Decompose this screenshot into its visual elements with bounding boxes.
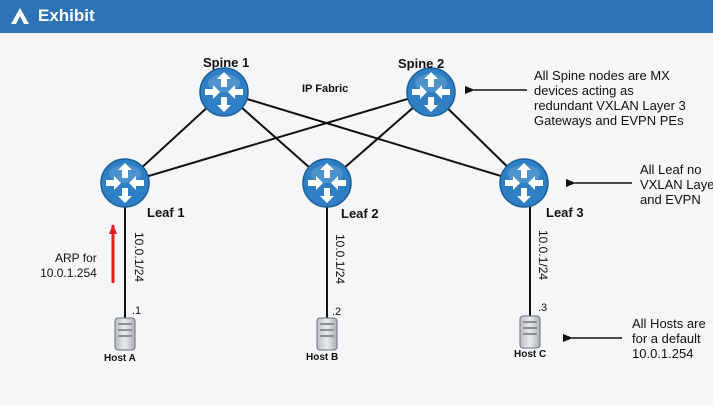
host-a-octet: .1 (132, 305, 142, 317)
spine-note-line: Gateways and EVPN PEs (534, 113, 684, 128)
host-b-subnet: 10.0.1/24 (333, 234, 347, 285)
host-c-subnet: 10.0.1/24 (536, 230, 550, 281)
host-note: All Hosts are for a default 10.0.1.254 (632, 316, 706, 361)
host-a-subnet: 10.0.1/24 (132, 232, 146, 283)
spine2-label: Spine 2 (398, 56, 445, 71)
host-note-line: 10.0.1.254 (632, 346, 694, 361)
spine-note-line: devices acting as (534, 83, 634, 98)
spine-note-line: All Spine nodes are MX (534, 68, 670, 83)
leaf1-label: Leaf 1 (147, 205, 185, 220)
leaf-note-line: All Leaf no (640, 162, 702, 177)
ip-fabric-label: IP Fabric (302, 83, 349, 95)
window-title: Exhibit (38, 6, 95, 25)
spine-note: All Spine nodes are MX devices acting as… (534, 68, 686, 128)
host-links (124, 205, 531, 318)
link-spine2-leaf1 (124, 91, 432, 184)
leaf-note-line: VXLAN Laye (640, 177, 713, 192)
spine-note-line: redundant VXLAN Layer 3 (534, 98, 686, 113)
leaf-note-line: and EVPN (640, 192, 701, 207)
leaf2-label: Leaf 2 (341, 206, 379, 221)
title-bar: Exhibit (0, 0, 713, 33)
leaf1-router-icon (100, 158, 150, 208)
host-note-line: All Hosts are (632, 316, 706, 331)
arp-note-line1: ARP for (55, 251, 97, 265)
spine1-label: Spine 1 (203, 55, 250, 70)
link-spine1-leaf3 (223, 91, 525, 184)
exhibit-logo-icon (11, 8, 29, 24)
arp-note-line2: 10.0.1.254 (40, 266, 97, 280)
host-b-icon (316, 317, 338, 351)
leaf3-router-icon (499, 158, 549, 208)
leaf2-router-icon (302, 158, 352, 208)
leaf3-label: Leaf 3 (546, 205, 584, 220)
spine1-router-icon (199, 67, 249, 117)
host-b-octet: .2 (332, 306, 342, 318)
arp-note: ARP for 10.0.1.254 (40, 251, 97, 281)
host-a-icon (114, 317, 136, 351)
spine2-router-icon (406, 67, 456, 117)
host-note-line: for a default (632, 331, 701, 346)
host-b-label: Host B (306, 352, 339, 363)
leaf-note: All Leaf no VXLAN Laye and EVPN (640, 162, 713, 207)
host-c-label: Host C (514, 349, 547, 360)
host-a-label: Host A (104, 353, 136, 364)
host-c-icon (519, 315, 541, 349)
host-c-octet: .3 (538, 302, 548, 314)
